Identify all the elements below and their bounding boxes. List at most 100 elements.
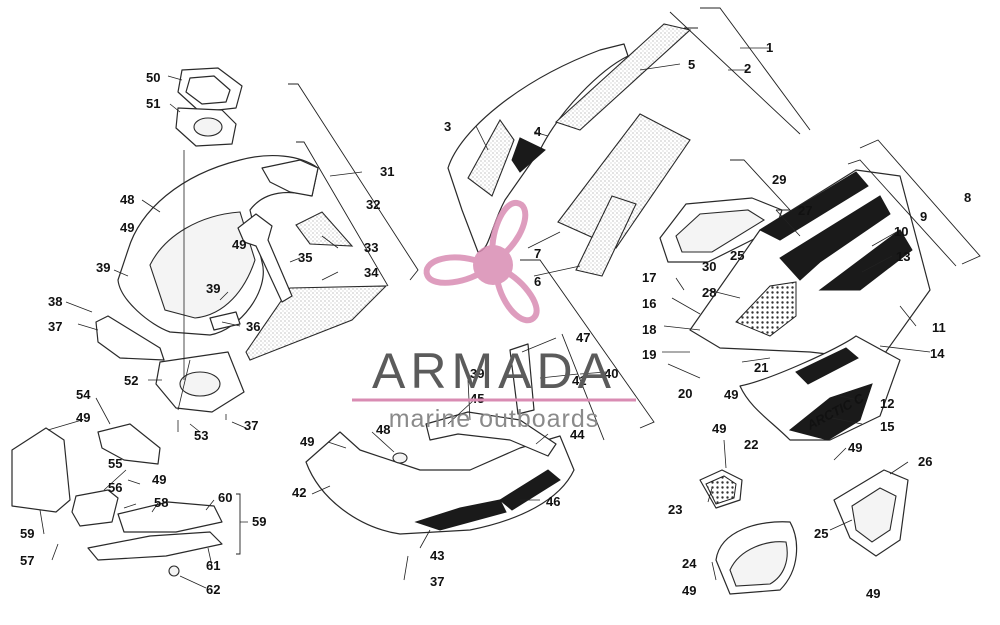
fastener-62 <box>168 565 180 577</box>
side-panel-57 <box>11 427 71 513</box>
callout-55: 55 <box>108 456 122 471</box>
callout-41: 41 <box>572 373 586 388</box>
callout-49g: 49 <box>848 440 862 455</box>
side-trim-38 <box>95 315 165 361</box>
callout-20: 20 <box>678 386 692 401</box>
callout-1: 1 <box>766 40 773 55</box>
decal-stripe-2 <box>779 195 891 281</box>
bracket-44 <box>425 411 557 457</box>
bracket-8-9 <box>847 139 981 267</box>
callout-49d: 49 <box>300 434 314 449</box>
clip-36 <box>209 311 241 331</box>
callout-53: 53 <box>194 428 208 443</box>
panel-58 <box>117 501 223 533</box>
callout-28: 28 <box>702 285 716 300</box>
callout-43: 43 <box>430 548 444 563</box>
foam-pad-34 <box>245 285 388 361</box>
callout-10: 10 <box>894 224 908 239</box>
callout-6: 6 <box>534 274 541 289</box>
callout-61: 61 <box>206 558 220 573</box>
callout-9: 9 <box>920 209 927 224</box>
callout-49h: 49 <box>682 583 696 598</box>
foam-block-6 <box>575 195 637 277</box>
side-cover-25 <box>851 487 897 543</box>
mesh-23 <box>705 475 737 505</box>
block-56 <box>71 489 119 527</box>
callout-39a: 39 <box>96 260 110 275</box>
callout-49c: 49 <box>152 472 166 487</box>
lower-panel-decal <box>788 383 873 441</box>
callout-49i: 49 <box>866 586 880 601</box>
callout-57: 57 <box>20 553 34 568</box>
callout-15: 15 <box>880 419 894 434</box>
nose-pan-inner <box>149 211 256 319</box>
callout-12: 12 <box>880 396 894 411</box>
callout-60: 60 <box>218 490 232 505</box>
callout-49b: 49 <box>76 410 90 425</box>
belly-pan-46 <box>305 431 575 535</box>
bracket-center <box>520 259 655 441</box>
callout-26: 26 <box>918 454 932 469</box>
console-window <box>675 209 766 253</box>
belly-pan-dark-2 <box>414 499 507 531</box>
callout-34: 34 <box>364 265 379 280</box>
strut-part <box>237 213 293 303</box>
callout-48b: 48 <box>376 422 390 437</box>
bracket-1-2 <box>669 7 811 135</box>
upright-41 <box>509 343 535 415</box>
callout-59a: 59 <box>20 526 34 541</box>
callout-25a: 25 <box>730 248 744 263</box>
callout-27: 27 <box>798 203 812 218</box>
callout-56: 56 <box>108 480 122 495</box>
callout-46: 46 <box>546 494 560 509</box>
callout-5: 5 <box>688 57 695 72</box>
callout-49a: 49 <box>120 220 134 235</box>
callout-58: 58 <box>154 495 168 510</box>
callout-44: 44 <box>570 427 585 442</box>
decal-stripe-3 <box>818 229 913 291</box>
bracket-29 <box>730 159 792 211</box>
callout-4: 4 <box>534 124 542 139</box>
callout-23: 23 <box>668 502 682 517</box>
bracket-59 <box>236 493 241 555</box>
belly-pan-dark-1 <box>499 469 561 511</box>
grouping-brackets <box>236 7 981 555</box>
callout-42: 42 <box>292 485 306 500</box>
callout-50: 50 <box>146 70 160 85</box>
callout-22: 22 <box>744 437 758 452</box>
callout-37a: 37 <box>48 319 62 334</box>
callout-13: 13 <box>896 249 910 264</box>
bottom-tray-61 <box>87 531 223 561</box>
callout-labels: 1 2 3 4 5 6 7 8 9 10 11 12 13 14 15 16 1… <box>20 40 971 601</box>
callout-40: 40 <box>604 366 618 381</box>
callout-7: 7 <box>534 246 541 261</box>
callout-21: 21 <box>754 360 768 375</box>
nose-pan-lip <box>261 159 319 197</box>
callout-14: 14 <box>930 346 945 361</box>
callout-49j: 49 <box>232 237 246 252</box>
callout-39c: 39 <box>470 366 484 381</box>
callout-29: 29 <box>772 172 786 187</box>
callout-16: 16 <box>642 296 656 311</box>
callout-11: 11 <box>932 320 946 335</box>
callout-54: 54 <box>76 387 91 402</box>
callout-8: 8 <box>964 190 971 205</box>
callout-17: 17 <box>642 270 656 285</box>
hood-vent <box>511 137 546 173</box>
callout-24: 24 <box>682 556 697 571</box>
parts-layer <box>11 23 931 595</box>
mesh-grille-28 <box>735 281 797 337</box>
decal-stripe-1 <box>758 171 869 241</box>
foam-strip-5 <box>554 23 692 131</box>
foam-pad-33 <box>295 211 354 247</box>
bracket-31-32 <box>288 83 419 287</box>
lower-panel-stripe <box>795 347 859 385</box>
gasket-part <box>177 67 243 113</box>
callout-18: 18 <box>642 322 656 337</box>
callout-59b: 59 <box>252 514 266 529</box>
callout-62: 62 <box>206 582 220 597</box>
callout-19: 19 <box>642 347 656 362</box>
callout-37c: 37 <box>430 574 444 589</box>
watermark-brand: ARMADA <box>372 343 616 399</box>
